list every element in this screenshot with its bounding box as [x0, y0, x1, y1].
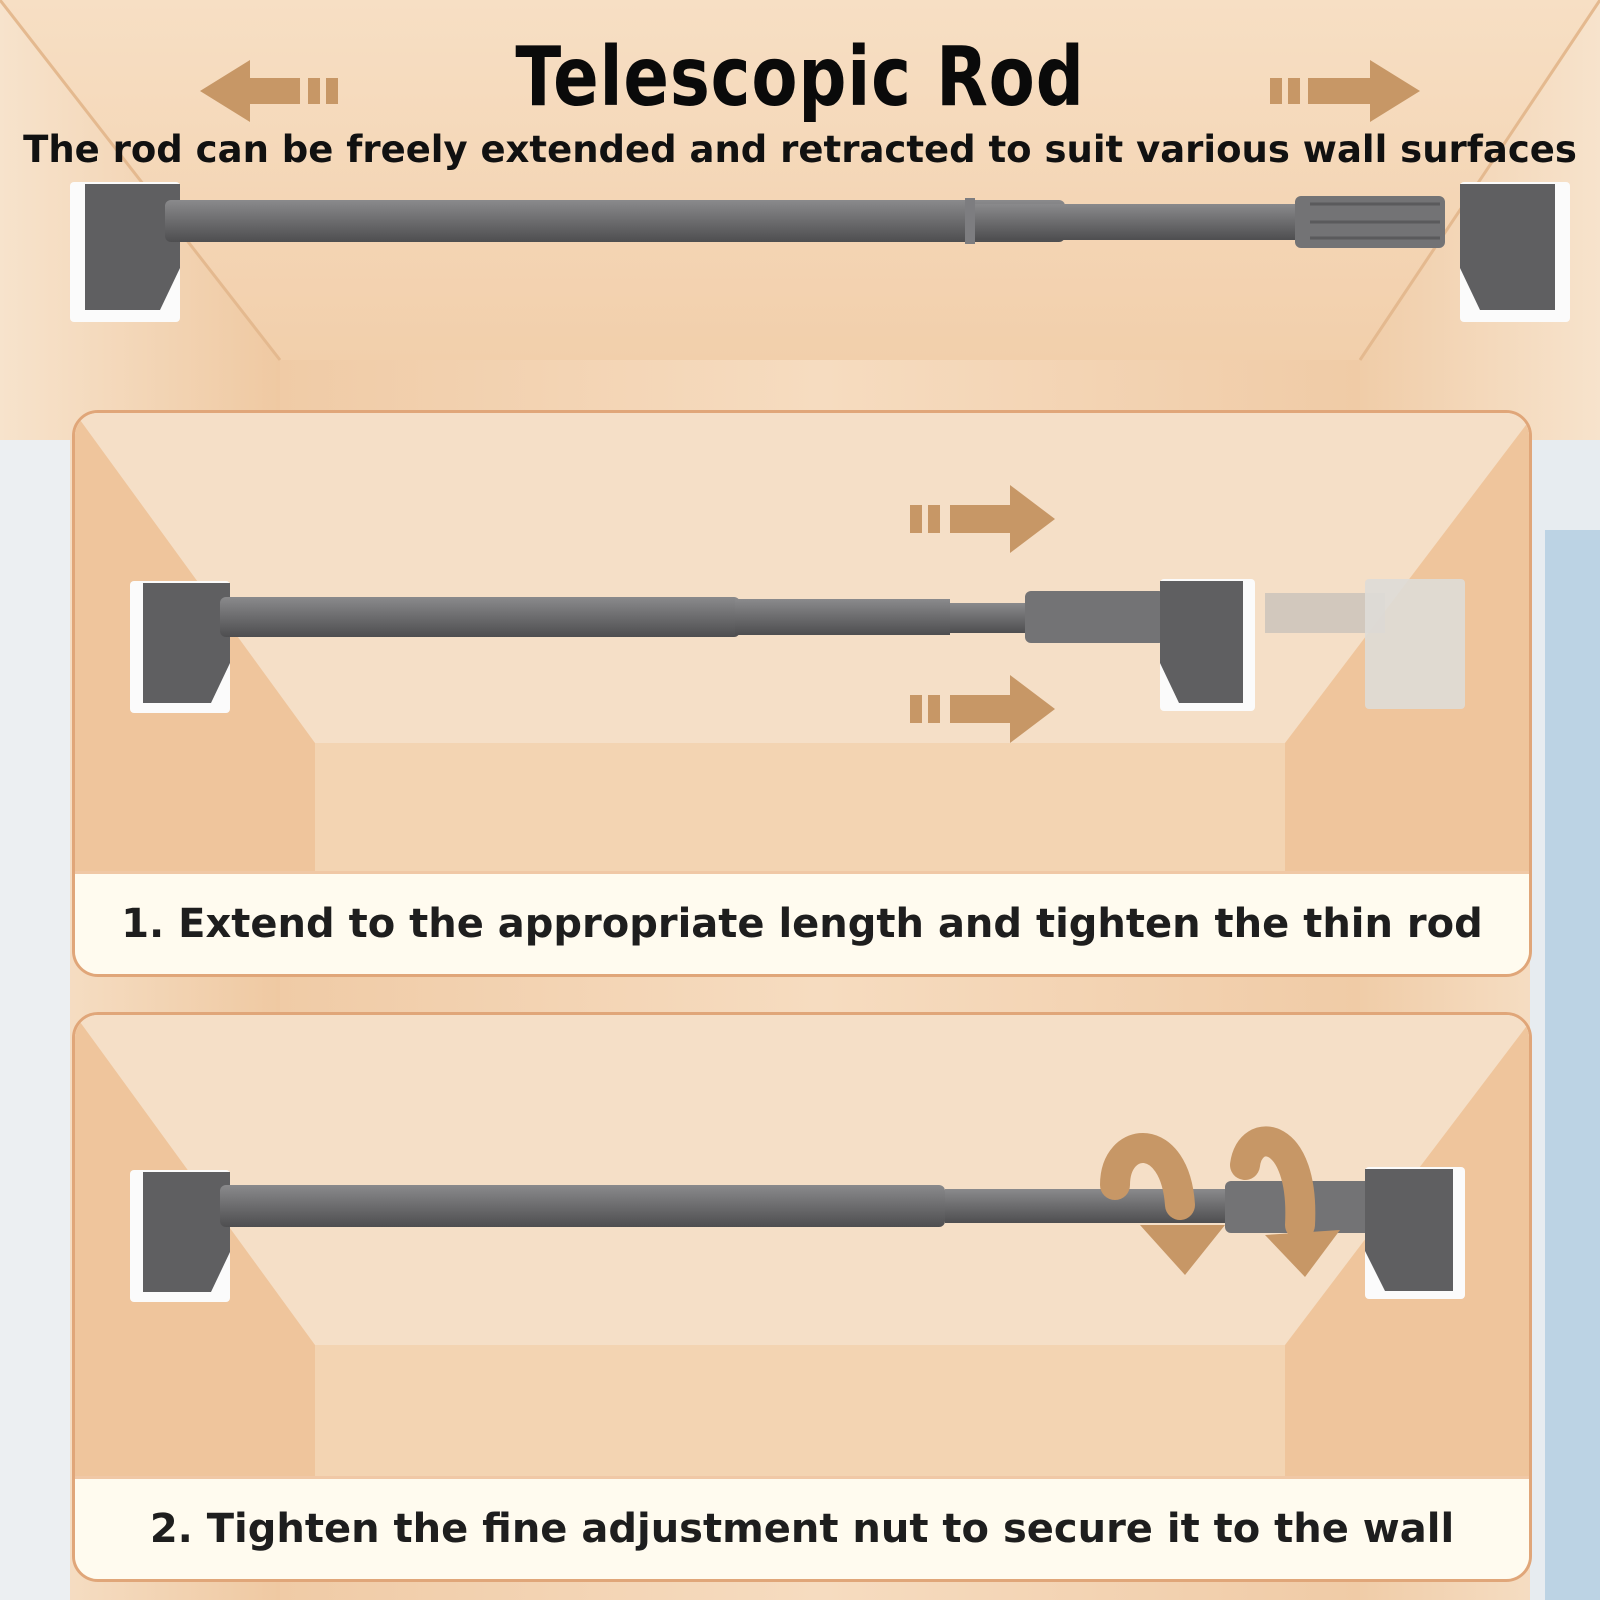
- page-subtitle: The rod can be freely extended and retra…: [23, 128, 1577, 171]
- rotate-arrow-icon: [1100, 1126, 1316, 1240]
- arrow-left-icon: [200, 60, 338, 122]
- step-2-caption: 2. Tighten the fine adjustment nut to se…: [75, 1476, 1529, 1579]
- step-1-caption: 1. Extend to the appropriate length and …: [75, 871, 1529, 974]
- arrow-right-icon: [1270, 60, 1420, 122]
- step-panel-1: 1. Extend to the appropriate length and …: [72, 410, 1532, 977]
- telescopic-rod: [70, 182, 1570, 322]
- arrow-right-icon: [910, 485, 1055, 743]
- page-title: Telescopic Rod: [515, 30, 1085, 125]
- step-panel-2: 2. Tighten the fine adjustment nut to se…: [72, 1012, 1532, 1582]
